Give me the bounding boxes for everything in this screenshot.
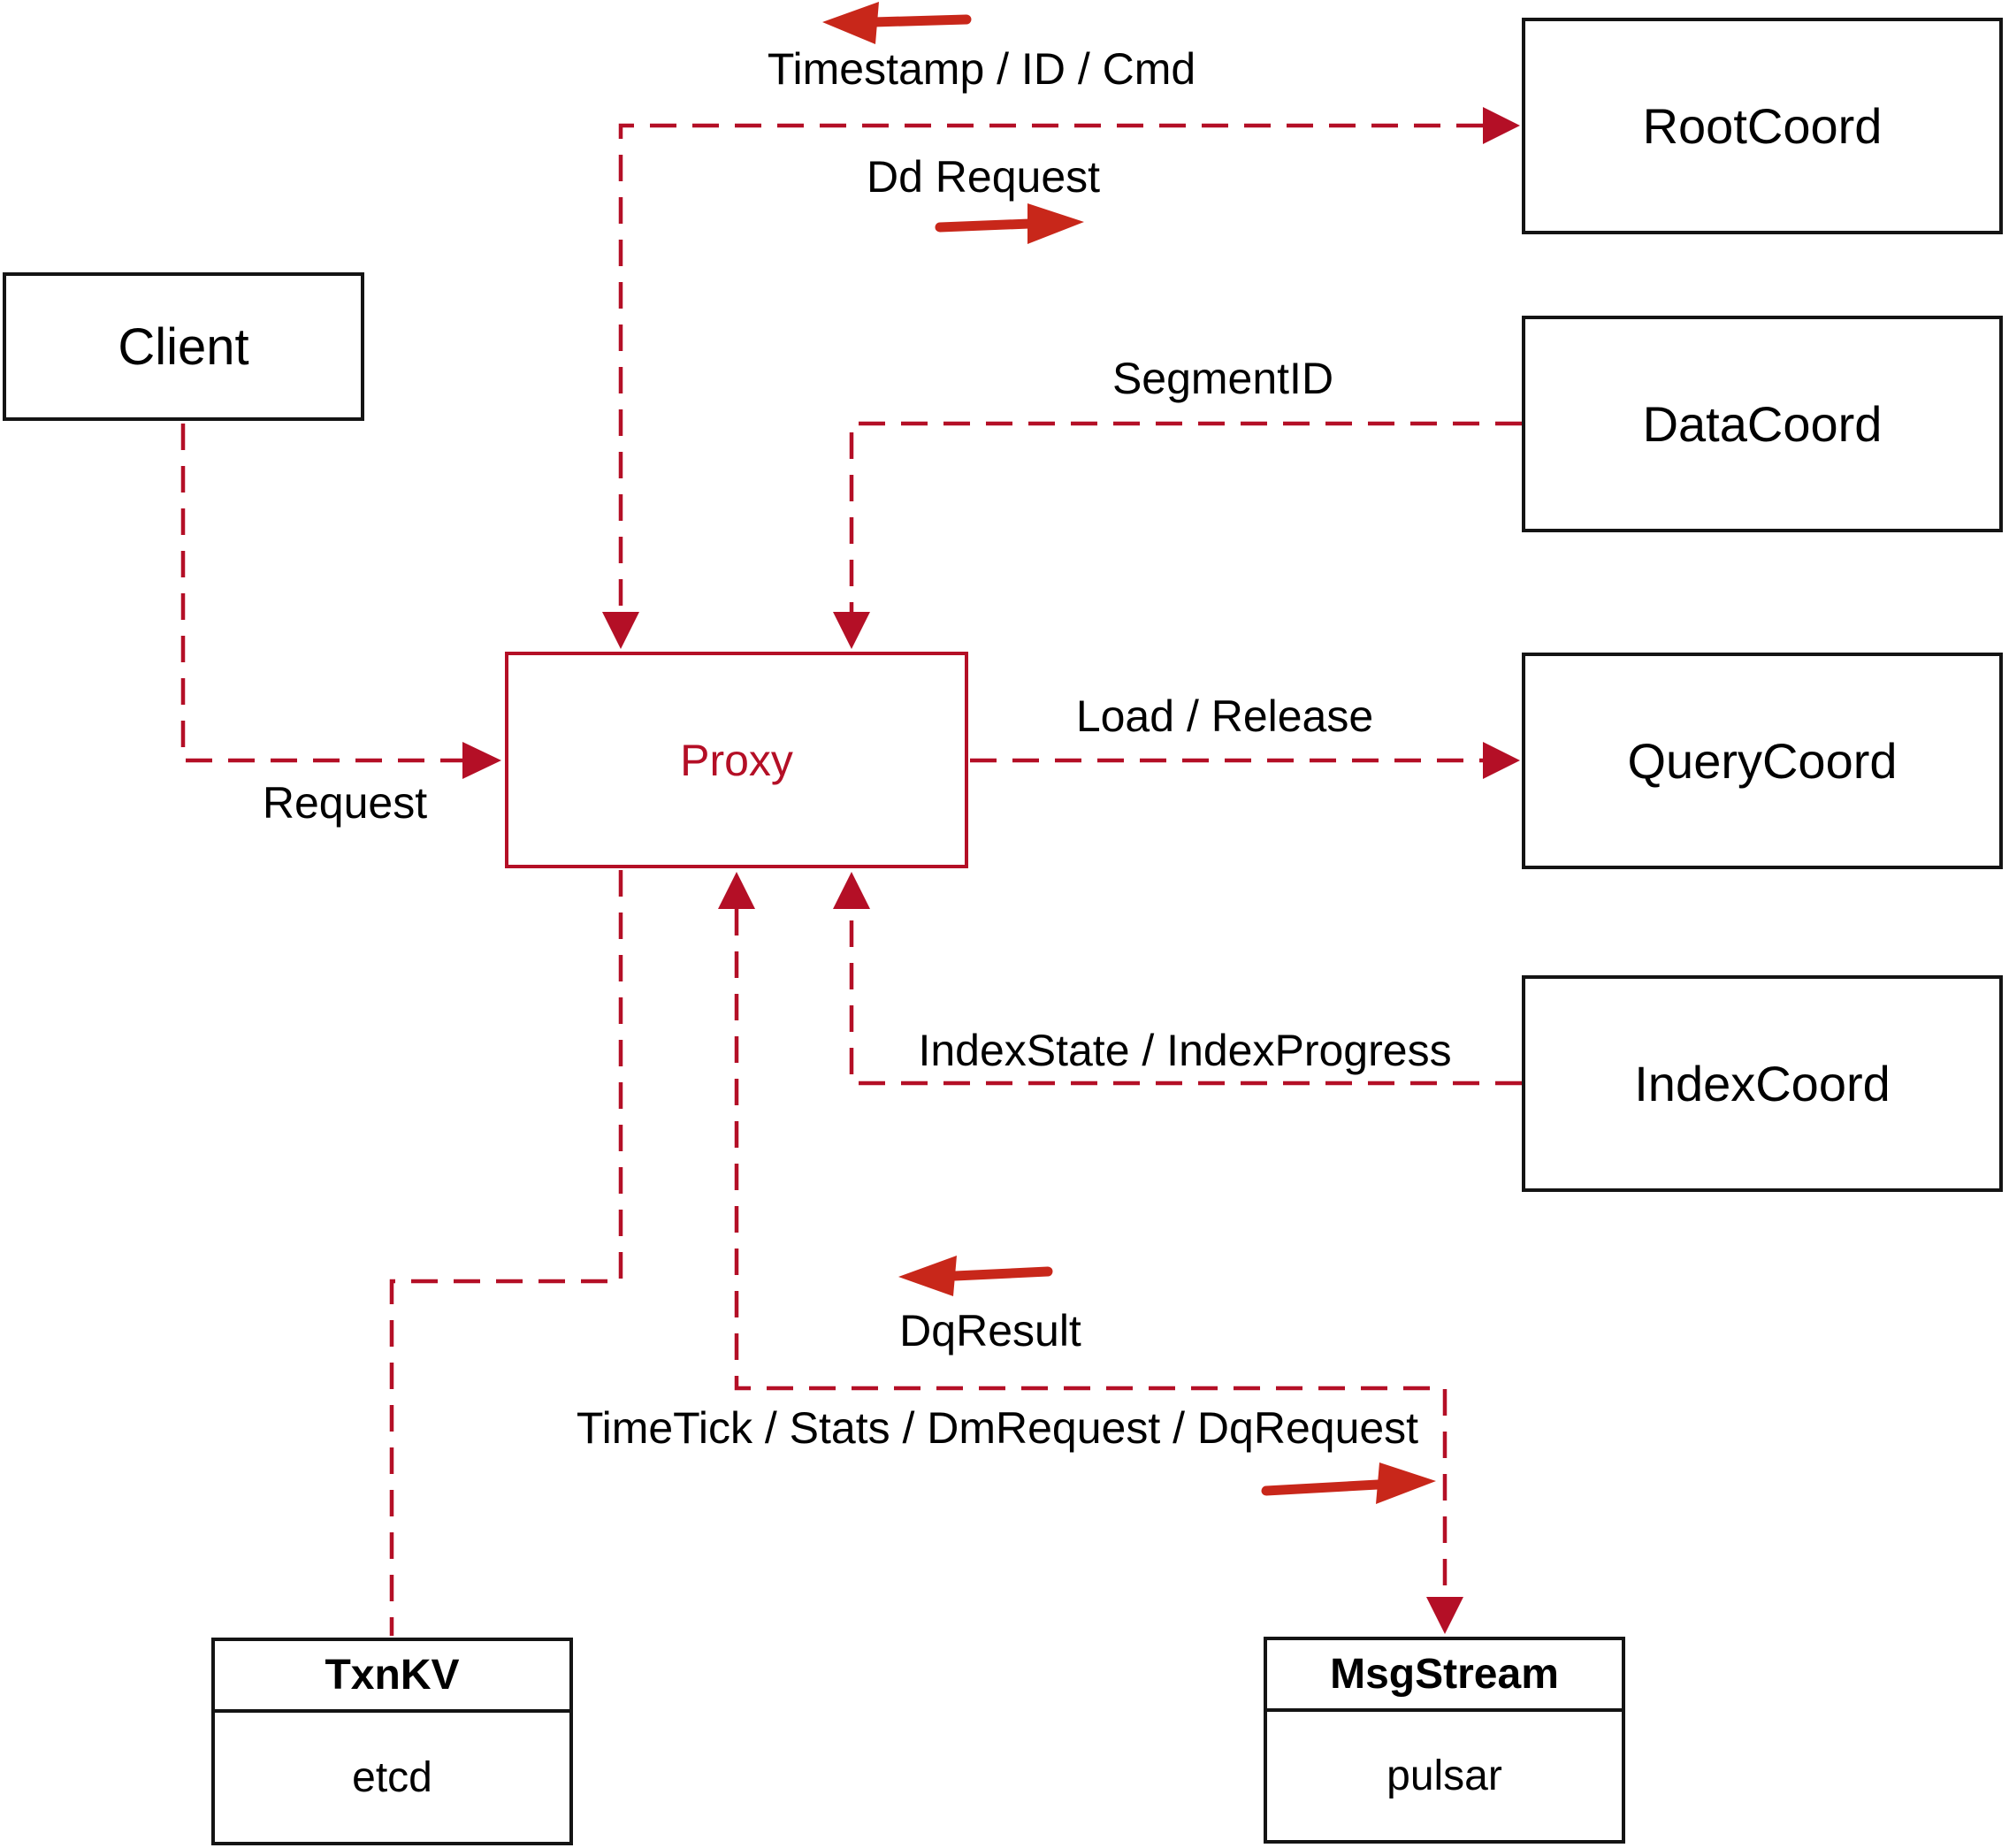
edge-label-index-state: IndexState / IndexProgress (918, 1026, 1452, 1075)
edge-proxy-msgstream (734, 909, 1448, 1597)
direction-arrow-dq-result (898, 1256, 1053, 1296)
edge-indexcoord-proxy (849, 909, 1522, 1086)
node-datacoord-label: DataCoord (1642, 396, 1883, 452)
arrowhead-into-proxy-left (462, 742, 501, 779)
node-txnkv-impl: etcd (352, 1753, 432, 1801)
arrowhead-into-rootcoord (1483, 107, 1520, 144)
node-msgstream: MsgStream pulsar (1264, 1637, 1625, 1844)
edge-label-dq-result: DqResult (899, 1306, 1081, 1355)
node-proxy-label: Proxy (680, 735, 793, 785)
node-indexcoord-label: IndexCoord (1634, 1056, 1891, 1111)
node-proxy: Proxy (505, 652, 968, 868)
arrowhead-into-querycoord (1483, 742, 1520, 779)
edge-label-timestamp-id-cmd: Timestamp / ID / Cmd (767, 44, 1196, 94)
edge-label-segment-id: SegmentID (1111, 354, 1334, 403)
node-rootcoord-label: RootCoord (1642, 98, 1883, 154)
edge-label-dd-request: Dd Request (866, 152, 1101, 202)
node-indexcoord: IndexCoord (1522, 975, 2003, 1192)
arrowhead-into-proxy-top-left (602, 612, 639, 649)
node-querycoord-label: QueryCoord (1627, 733, 1898, 789)
node-client: Client (3, 272, 364, 421)
direction-arrow-time-tick (1261, 1462, 1436, 1504)
node-msgstream-impl: pulsar (1386, 1753, 1502, 1799)
arrowhead-into-msgstream (1426, 1597, 1463, 1634)
edge-label-time-tick: TimeTick / Stats / DmRequest / DqRequest (576, 1403, 1419, 1453)
edge-client-proxy (180, 424, 462, 763)
node-querycoord: QueryCoord (1522, 653, 2003, 869)
edge-proxy-rootcoord (618, 123, 1483, 612)
direction-arrow-dd-request (935, 203, 1084, 244)
node-txnkv: TxnKV etcd (211, 1638, 573, 1845)
node-txnkv-title: TxnKV (215, 1641, 569, 1713)
arrowhead-into-proxy-bottom-right (833, 872, 870, 909)
arrowhead-into-proxy-bottom-center (718, 872, 755, 909)
edge-label-request: Request (262, 778, 428, 828)
node-client-label: Client (118, 317, 249, 376)
edge-proxy-txnkv (389, 870, 623, 1636)
node-rootcoord: RootCoord (1522, 18, 2003, 234)
arrowhead-into-proxy-top-right (833, 612, 870, 649)
node-datacoord: DataCoord (1522, 316, 2003, 532)
direction-arrow-toward-proxy-top (822, 2, 972, 44)
node-msgstream-title: MsgStream (1267, 1640, 1622, 1712)
edge-label-load-release: Load / Release (1075, 691, 1374, 741)
edge-datacoord-proxy (849, 421, 1522, 612)
